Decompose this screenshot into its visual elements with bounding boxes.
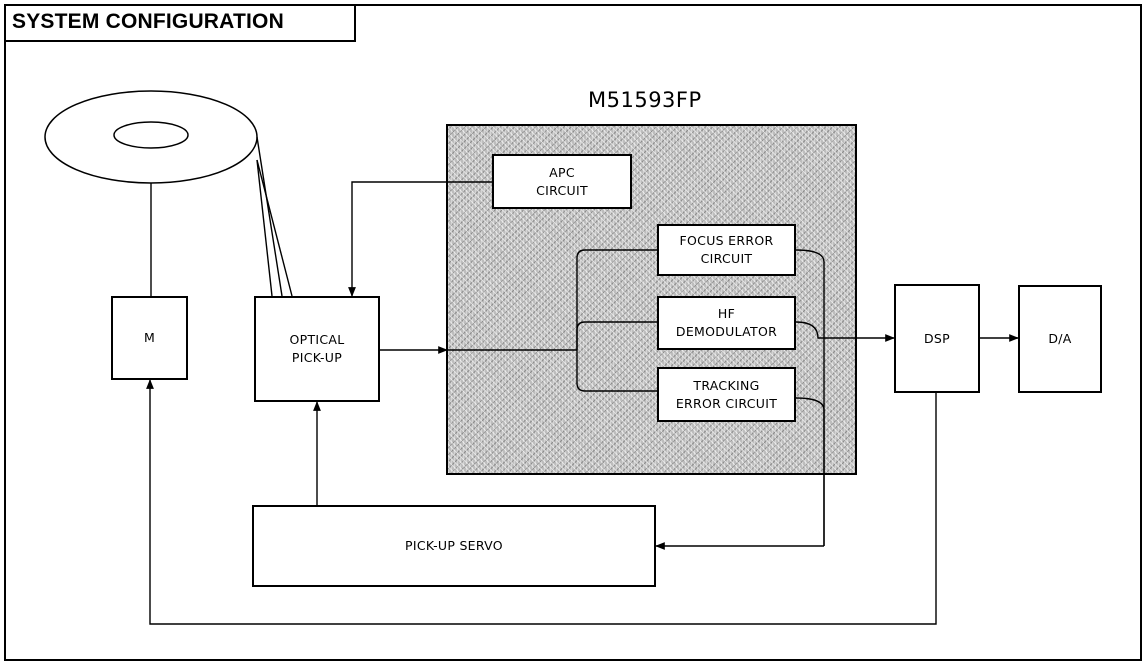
optical-pickup-block: OPTICAL PICK-UP: [254, 296, 380, 402]
focus-error-block: FOCUS ERROR CIRCUIT: [657, 224, 796, 276]
motor-block: M: [111, 296, 188, 380]
pickup-servo-block: PICK-UP SERVO: [252, 505, 656, 587]
apc-circuit-block: APC CIRCUIT: [492, 154, 632, 209]
chip-label: M51593FP: [588, 88, 702, 112]
wire-bus-to-focus: [576, 249, 657, 350]
wire-apc-to-pickup: [348, 181, 492, 297]
disc-beam-left: [256, 159, 273, 297]
diagram-frame: [4, 4, 1142, 661]
dsp-block: DSP: [894, 284, 980, 393]
wire-focus-out: [795, 249, 825, 546]
tracking-error-block: TRACKING ERROR CIRCUIT: [657, 367, 796, 422]
wire-bus-to-tracking: [576, 350, 657, 392]
hf-demodulator-block: HF DEMODULATOR: [657, 296, 796, 350]
wire-bus-to-hf: [576, 321, 657, 350]
wire-dsp-to-motor: [146, 379, 937, 625]
wire-hf-to-dsp: [795, 321, 895, 342]
disc-beam-right: [256, 159, 293, 297]
page-title: SYSTEM CONFIGURATION: [4, 4, 356, 42]
da-block: D/A: [1018, 285, 1102, 393]
disc-icon: [44, 90, 258, 184]
disc-beam-mid: [256, 136, 283, 297]
wire-tracking-out: [795, 397, 825, 546]
